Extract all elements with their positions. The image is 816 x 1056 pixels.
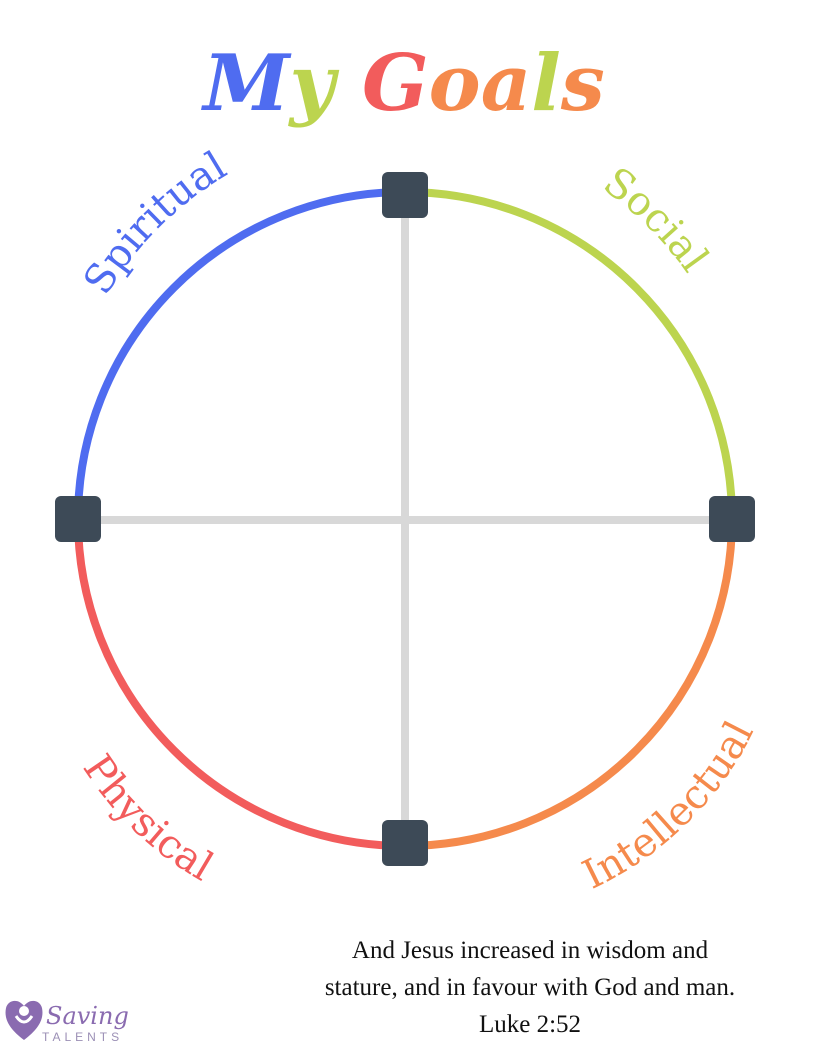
label-spiritual: Spiritual xyxy=(75,143,234,302)
logo-caps-text: TALENTS xyxy=(42,1030,124,1044)
node-bottom xyxy=(382,820,428,866)
title-letter: M xyxy=(200,38,292,129)
title-letter: o xyxy=(429,38,481,129)
verse-line-2: stature, and in favour with God and man. xyxy=(324,974,736,1001)
title-letter: y xyxy=(288,38,340,129)
title-letter: a xyxy=(481,38,532,129)
logo-script-text: Saving xyxy=(46,1002,129,1030)
social-arc xyxy=(404,188,736,520)
page-title: My Goals xyxy=(200,38,605,129)
title-letter: l xyxy=(531,38,561,129)
title-letter xyxy=(335,38,362,129)
physical-arc xyxy=(74,518,406,850)
verse-line-1: And Jesus increased in wisdom and xyxy=(351,937,709,964)
node-top xyxy=(382,172,428,218)
title-letter: G xyxy=(362,38,429,129)
node-left xyxy=(55,496,101,542)
title-letter: s xyxy=(560,38,605,129)
label-intellectual: Intellectual xyxy=(576,714,763,898)
node-right xyxy=(709,496,755,542)
spiritual-arc xyxy=(74,188,406,520)
intellectual-arc xyxy=(404,518,736,850)
saving-talents-logo: Saving TALENTS xyxy=(2,992,142,1052)
verse-reference: Luke 2:52 xyxy=(478,1011,582,1038)
heart-person-icon xyxy=(5,1000,43,1040)
scripture-verse: And Jesus increased in wisdom and statur… xyxy=(250,932,810,1043)
